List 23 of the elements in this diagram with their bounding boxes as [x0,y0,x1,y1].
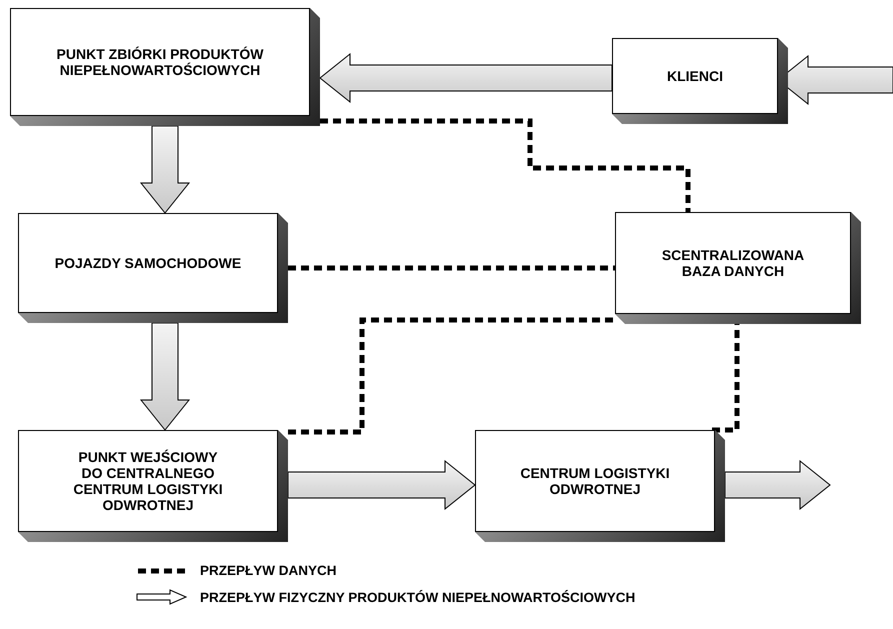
process-box [475,430,725,542]
block-arrow [724,460,831,510]
process-box [615,212,861,324]
data-flow-line [288,318,615,434]
data-flow-line [712,324,740,432]
block-arrow [288,460,476,510]
box-label: CENTRUM LOGISTYKI ODWROTNEJ [519,464,671,498]
data-flow-line [320,118,690,212]
box-label: PUNKT ZBIÓRKI PRODUKTÓW NIEPEŁNOWARTOŚCIOWYCH [56,46,264,78]
legend-label: PRZEPŁYW FIZYCZNY PRODUKTÓW NIEPEŁNOWARTOŚCIOWYCH [200,590,636,604]
legend-label: PRZEPŁYW DANYCH [200,563,337,578]
data-flow-line [288,266,615,270]
process-box [612,38,788,124]
box-label: POJAZDY SAMOCHODOWE [54,254,242,272]
block-arrow [140,126,190,214]
box-label: SCENTRALIZOWANA BAZA DANYCH [660,246,806,280]
block-arrow [140,322,190,431]
process-box [10,8,320,126]
box-label: KLIENCI [667,68,723,84]
process-box [18,430,288,542]
box-label: PUNKT WEJŚCIOWY DO CENTRALNEGO CENTRUM LOGISTYKI ODWROTNEJ [72,448,224,514]
block-arrow [319,52,612,104]
process-box [18,213,288,323]
